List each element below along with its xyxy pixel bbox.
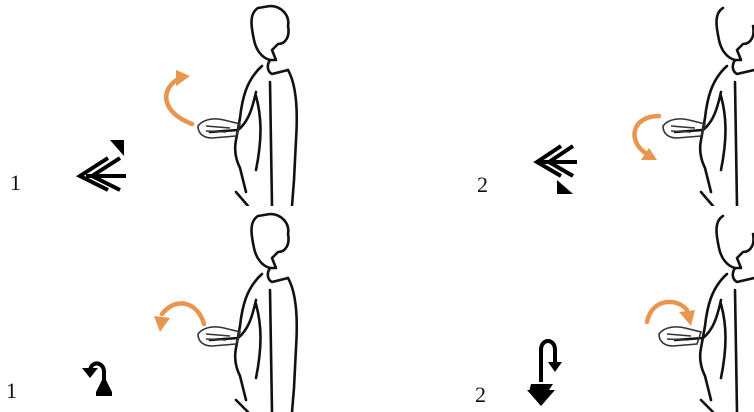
rotation-arrow-icon [159, 301, 207, 327]
rotation-arrow-icon [644, 299, 690, 325]
hand-icon [197, 118, 242, 139]
rotation-arrowhead [154, 316, 170, 332]
rotation-arrowhead [679, 310, 695, 326]
gesture-illustration [527, 214, 754, 412]
hand-icon [658, 326, 703, 347]
hand-icon [197, 326, 242, 347]
rotation-arrowhead [176, 70, 190, 86]
gesture-illustration [533, 6, 754, 206]
panel-number: 1 [6, 378, 17, 403]
panel-number: 2 [475, 382, 486, 407]
gesture-illustration [82, 212, 299, 412]
gesture-illustration [75, 4, 299, 206]
chevron-forward-icon [75, 156, 126, 192]
rotation-arrow-icon [632, 113, 662, 157]
panel-1-bottom: 1 [0, 206, 377, 412]
panel-2-bottom: 2 [377, 206, 754, 412]
person-figure [673, 214, 754, 412]
person-figure [673, 6, 754, 206]
panel-number: 1 [10, 170, 21, 195]
hook-down-icon [539, 339, 557, 382]
person-figure [208, 4, 299, 206]
hook-up-icon [88, 361, 106, 390]
hand-icon [662, 118, 707, 139]
panel-2-top: 2 [377, 0, 754, 206]
chevron-backward-icon [533, 144, 577, 178]
person-figure [208, 212, 299, 412]
panel-1-top: 1 [0, 0, 377, 206]
rotation-arrowhead [641, 148, 657, 160]
rotation-arrow-icon [164, 75, 195, 127]
panel-number: 2 [477, 172, 488, 197]
